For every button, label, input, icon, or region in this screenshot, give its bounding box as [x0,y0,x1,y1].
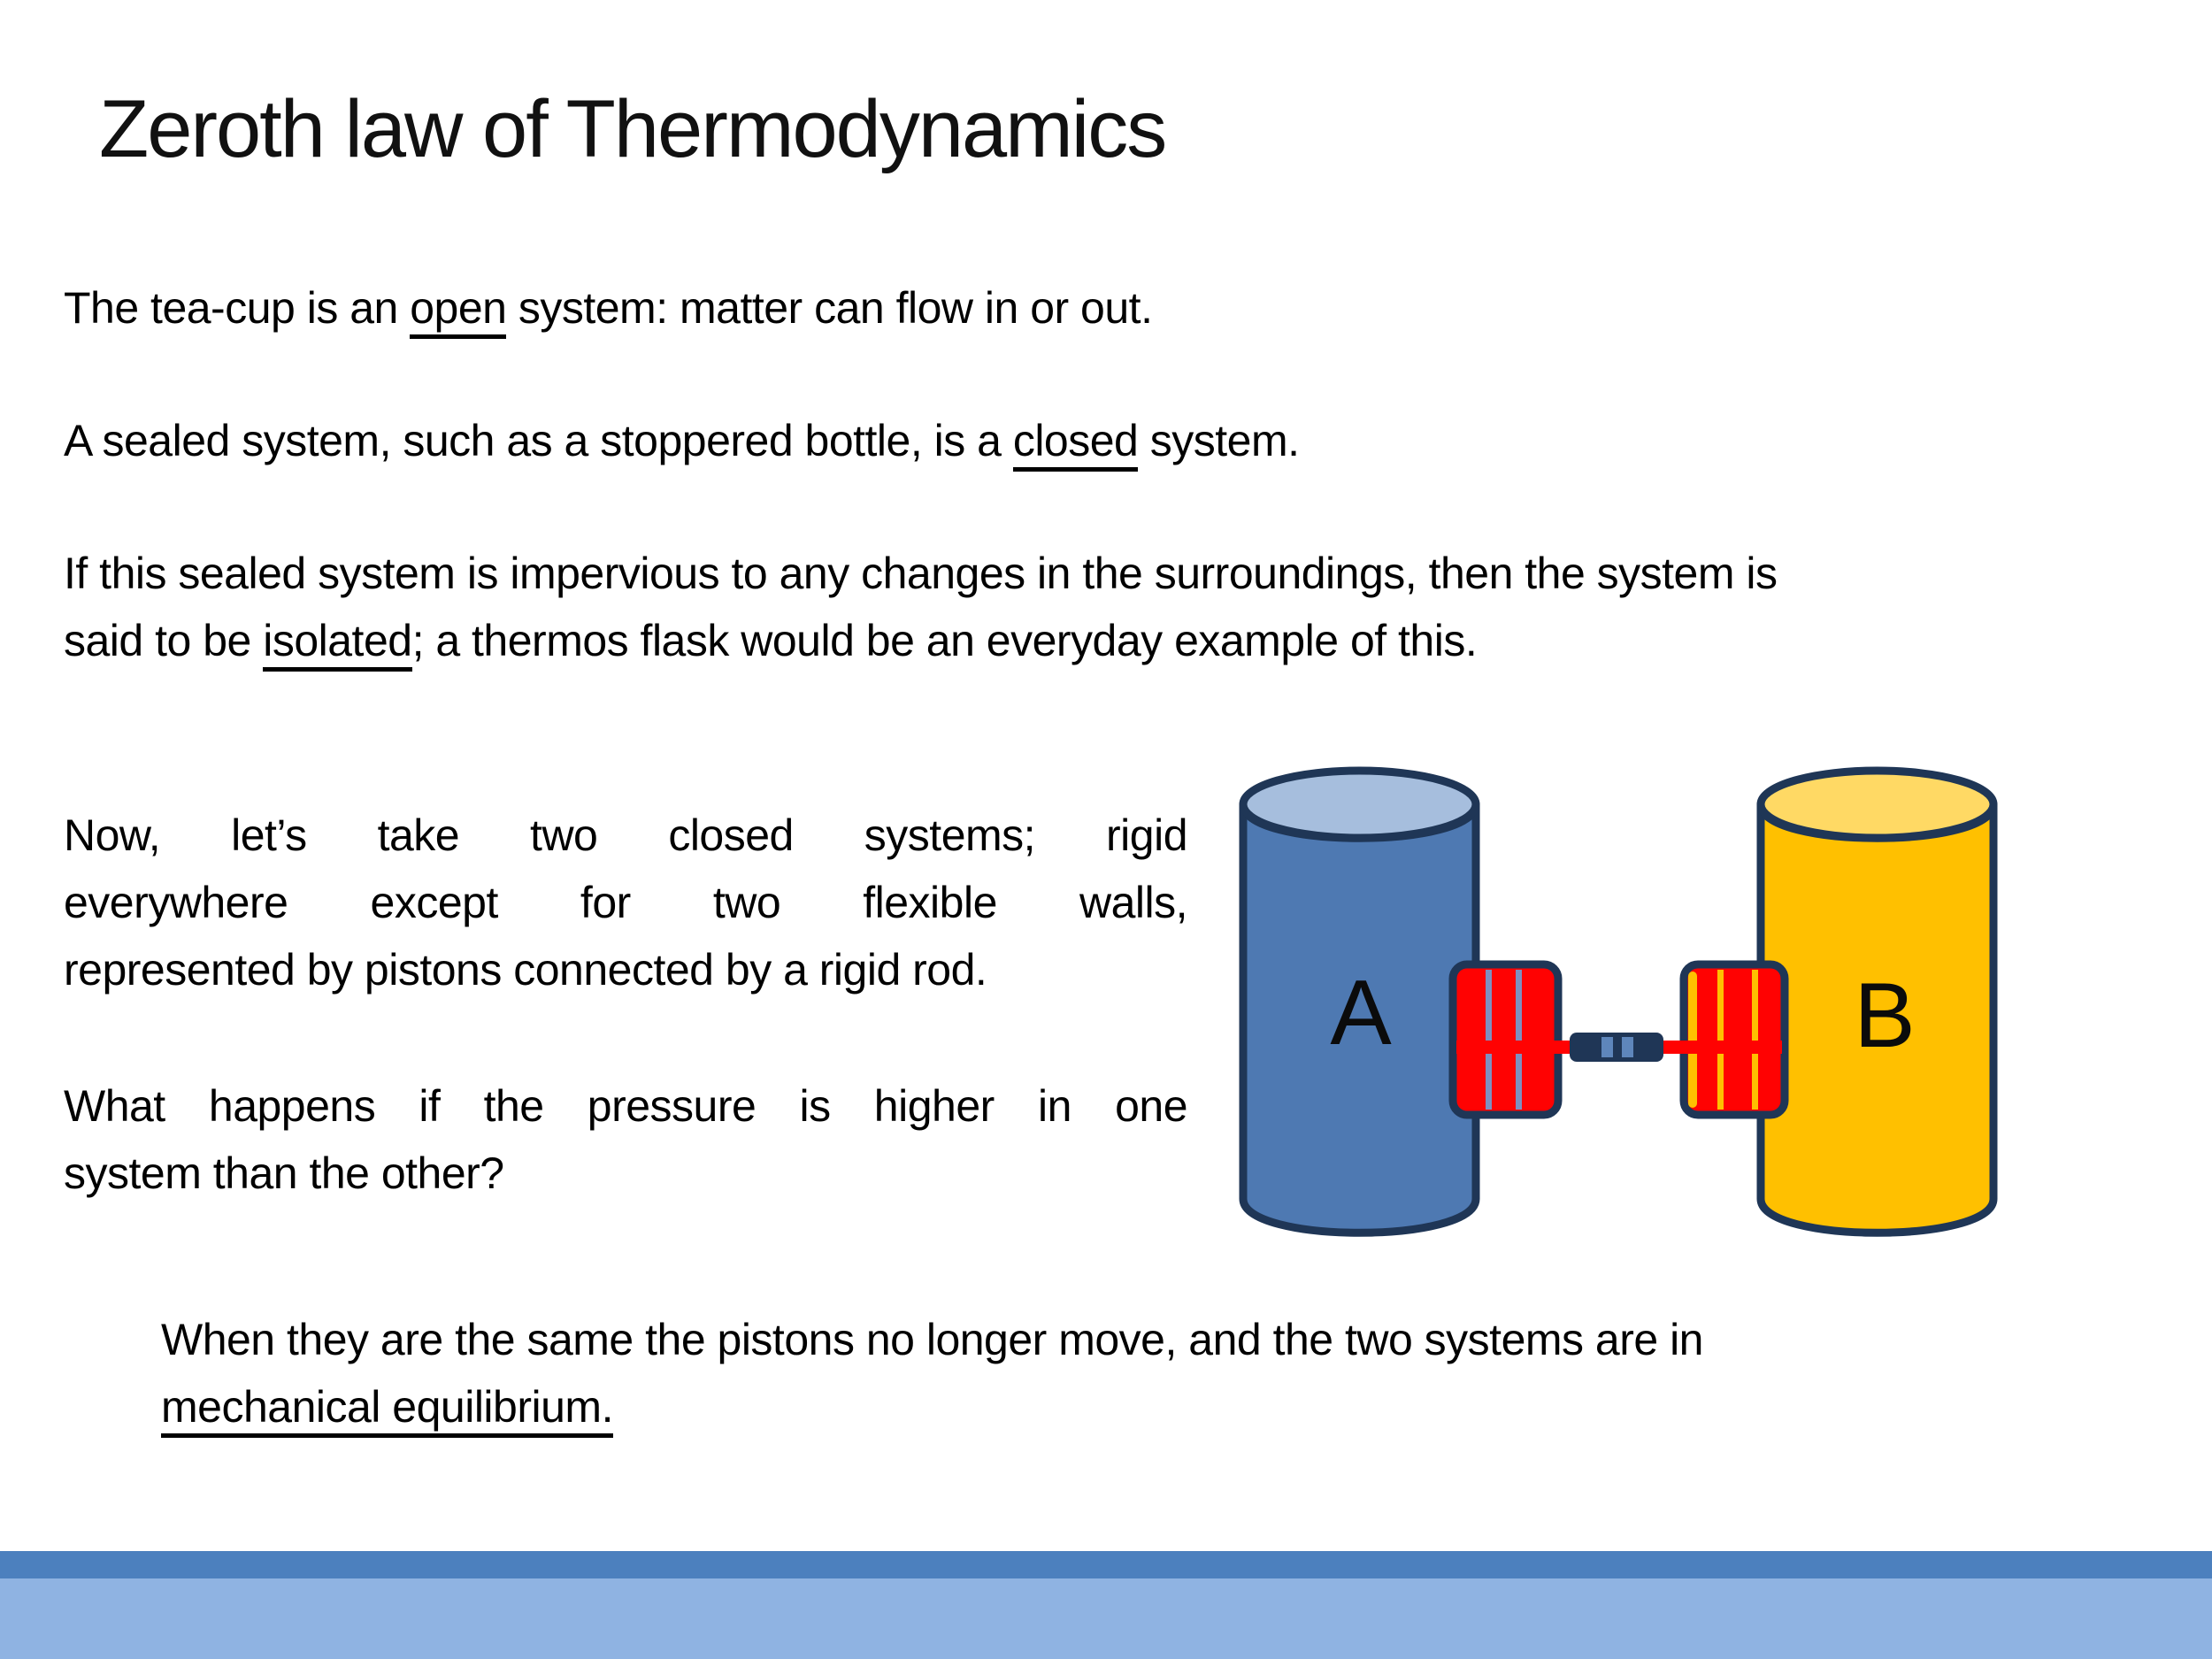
cylinder-a-top [1239,766,1480,842]
paragraph-isolated-system: If this sealed system is impervious to a… [64,540,1778,674]
cylinder-b: B [1756,766,1998,1237]
leftcol-para1-line1: Now, let’s take two closed systems; rigi… [64,810,1188,860]
leftcol-para1-line2: everywhere except for two flexible walls… [64,878,1188,927]
p3-line2: said to be isolated; a thermos flask wou… [64,607,1778,674]
paragraph-open-system: The tea-cup is an open system: matter ca… [64,274,1153,342]
paragraph-closed-system: A sealed system, such as a stoppered bot… [64,407,1300,474]
cylinder-a: A [1239,766,1480,1237]
coupler-stripe [1601,1037,1613,1057]
p3-underlined-word: isolated [263,616,412,672]
p1-pre: The tea-cup is an [64,283,411,333]
footer-bar-light [0,1578,2212,1659]
mechanical-equilibrium-underlined: mechanical equilibrium. [161,1382,613,1438]
p2-underlined-word: closed [1012,416,1139,472]
left-text-column: Now, let’s take two closed systems; rigi… [64,802,1188,1207]
leftcol-para1-line3: represented by pistons connected by a ri… [64,945,987,995]
coupler-body [1570,1033,1663,1062]
p2-post: system. [1138,416,1300,465]
piston-right-stripe [1752,970,1758,1110]
label-a: A [1330,962,1392,1064]
footer-bar-dark [0,1551,2212,1578]
piston-right-stripe [1717,970,1724,1110]
piston-left [1448,960,1563,1119]
leftcol-para2-line1: What happens if the pressure is higher i… [64,1081,1188,1131]
p2-pre: A sealed system, such as a stoppered bot… [64,416,1013,465]
leftcol-para2-line2: system than the other? [64,1148,504,1198]
p3-line1: If this sealed system is impervious to a… [64,549,1778,598]
conclusion-text: When they are the same the pistons no lo… [161,1306,1704,1440]
piston-right-block [1679,960,1789,1119]
label-b: B [1854,964,1915,1067]
conclusion-line2: mechanical equilibrium. [161,1373,1703,1440]
page-title: Zeroth law of Thermodynamics [99,84,1167,174]
p3-line2-post: ; a thermos flask would be an everyday e… [411,616,1478,665]
rod-coupler [1570,1033,1663,1062]
piston-right [1679,960,1789,1119]
cylinder-b-top [1756,766,1998,842]
p3-line2-pre: said to be [64,616,264,665]
p1-post: system: matter can flow in or out. [506,283,1153,333]
piston-left-stripe [1516,970,1522,1110]
conclusion-line1: When they are the same the pistons no lo… [161,1315,1704,1364]
piston-left-block [1448,960,1563,1119]
piston-right-yellow-sliver [1688,972,1697,1108]
p1-underlined-word: open [410,283,507,339]
coupler-stripe [1622,1037,1633,1057]
paragraph-spacer [64,1003,1187,1072]
piston-left-stripe [1486,970,1492,1110]
pistons-diagram: A B [1239,766,1998,1237]
